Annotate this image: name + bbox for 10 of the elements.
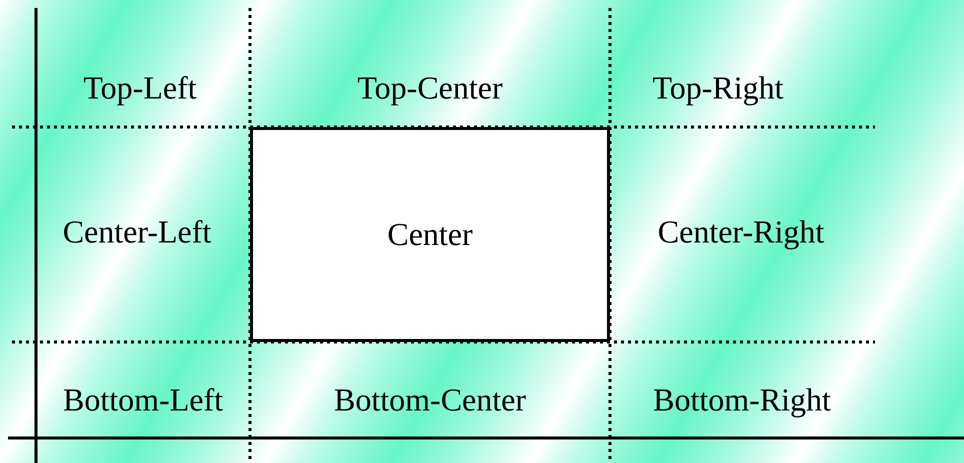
region-label: Top-Left	[83, 70, 197, 106]
region-label: Center-Left	[62, 214, 212, 250]
region-label: Bottom-Right	[653, 382, 831, 418]
center-box	[250, 127, 610, 342]
region-label: Center-Right	[658, 214, 824, 250]
region-label: Bottom-Left	[63, 382, 223, 418]
region-label: Center	[387, 216, 473, 253]
region-label: Top-Center	[357, 70, 503, 106]
region-label: Top-Right	[652, 70, 784, 106]
region-label: Bottom-Center	[334, 382, 526, 418]
